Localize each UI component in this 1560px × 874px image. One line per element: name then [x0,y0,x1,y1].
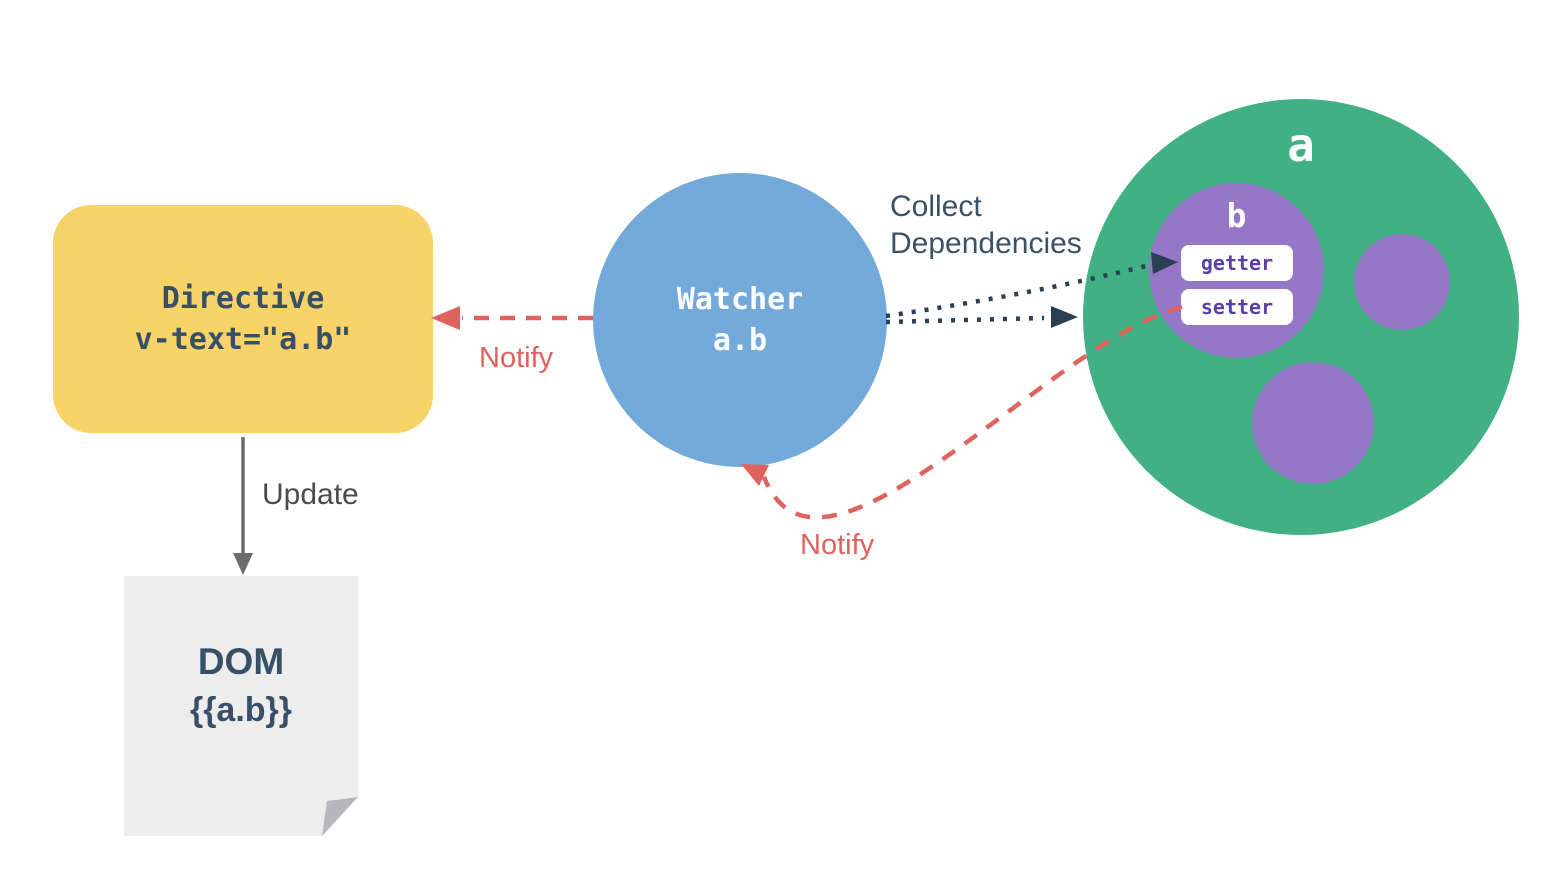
dom-title: DOM [197,641,285,682]
property-circle [1252,362,1374,484]
collect-dependencies-line2: Dependencies [890,227,1082,260]
collect-dependencies-arrow-to-data [885,306,1078,328]
notify-edge-label: Notify [479,342,554,374]
dom-template-expression: {{a.b}} [189,691,293,729]
dom-document-node: DOM {{a.b}} [124,576,358,836]
directive-node: Directive v-text="a.b" [53,205,433,433]
update-edge-label: Update [262,478,359,511]
collect-dependencies-label: Collect Dependencies [890,188,1082,262]
notify-arrow-watcher-to-directive [431,306,593,330]
property-b-label: b [1226,196,1247,235]
data-object-label: a [1287,118,1315,172]
notify-edge-label: Notify [800,529,875,561]
property-circle [1354,234,1450,330]
directive-title: Directive [161,281,325,316]
watcher-title: Watcher [676,282,804,317]
setter-pill: setter [1181,289,1293,325]
getter-pill: getter [1181,245,1293,281]
collect-dependencies-line1: Collect [890,190,982,223]
update-arrow [233,437,253,575]
watcher-node: Watcher a.b [593,173,887,467]
watcher-expression: a.b [712,323,768,358]
directive-expression: v-text="a.b" [134,322,352,357]
